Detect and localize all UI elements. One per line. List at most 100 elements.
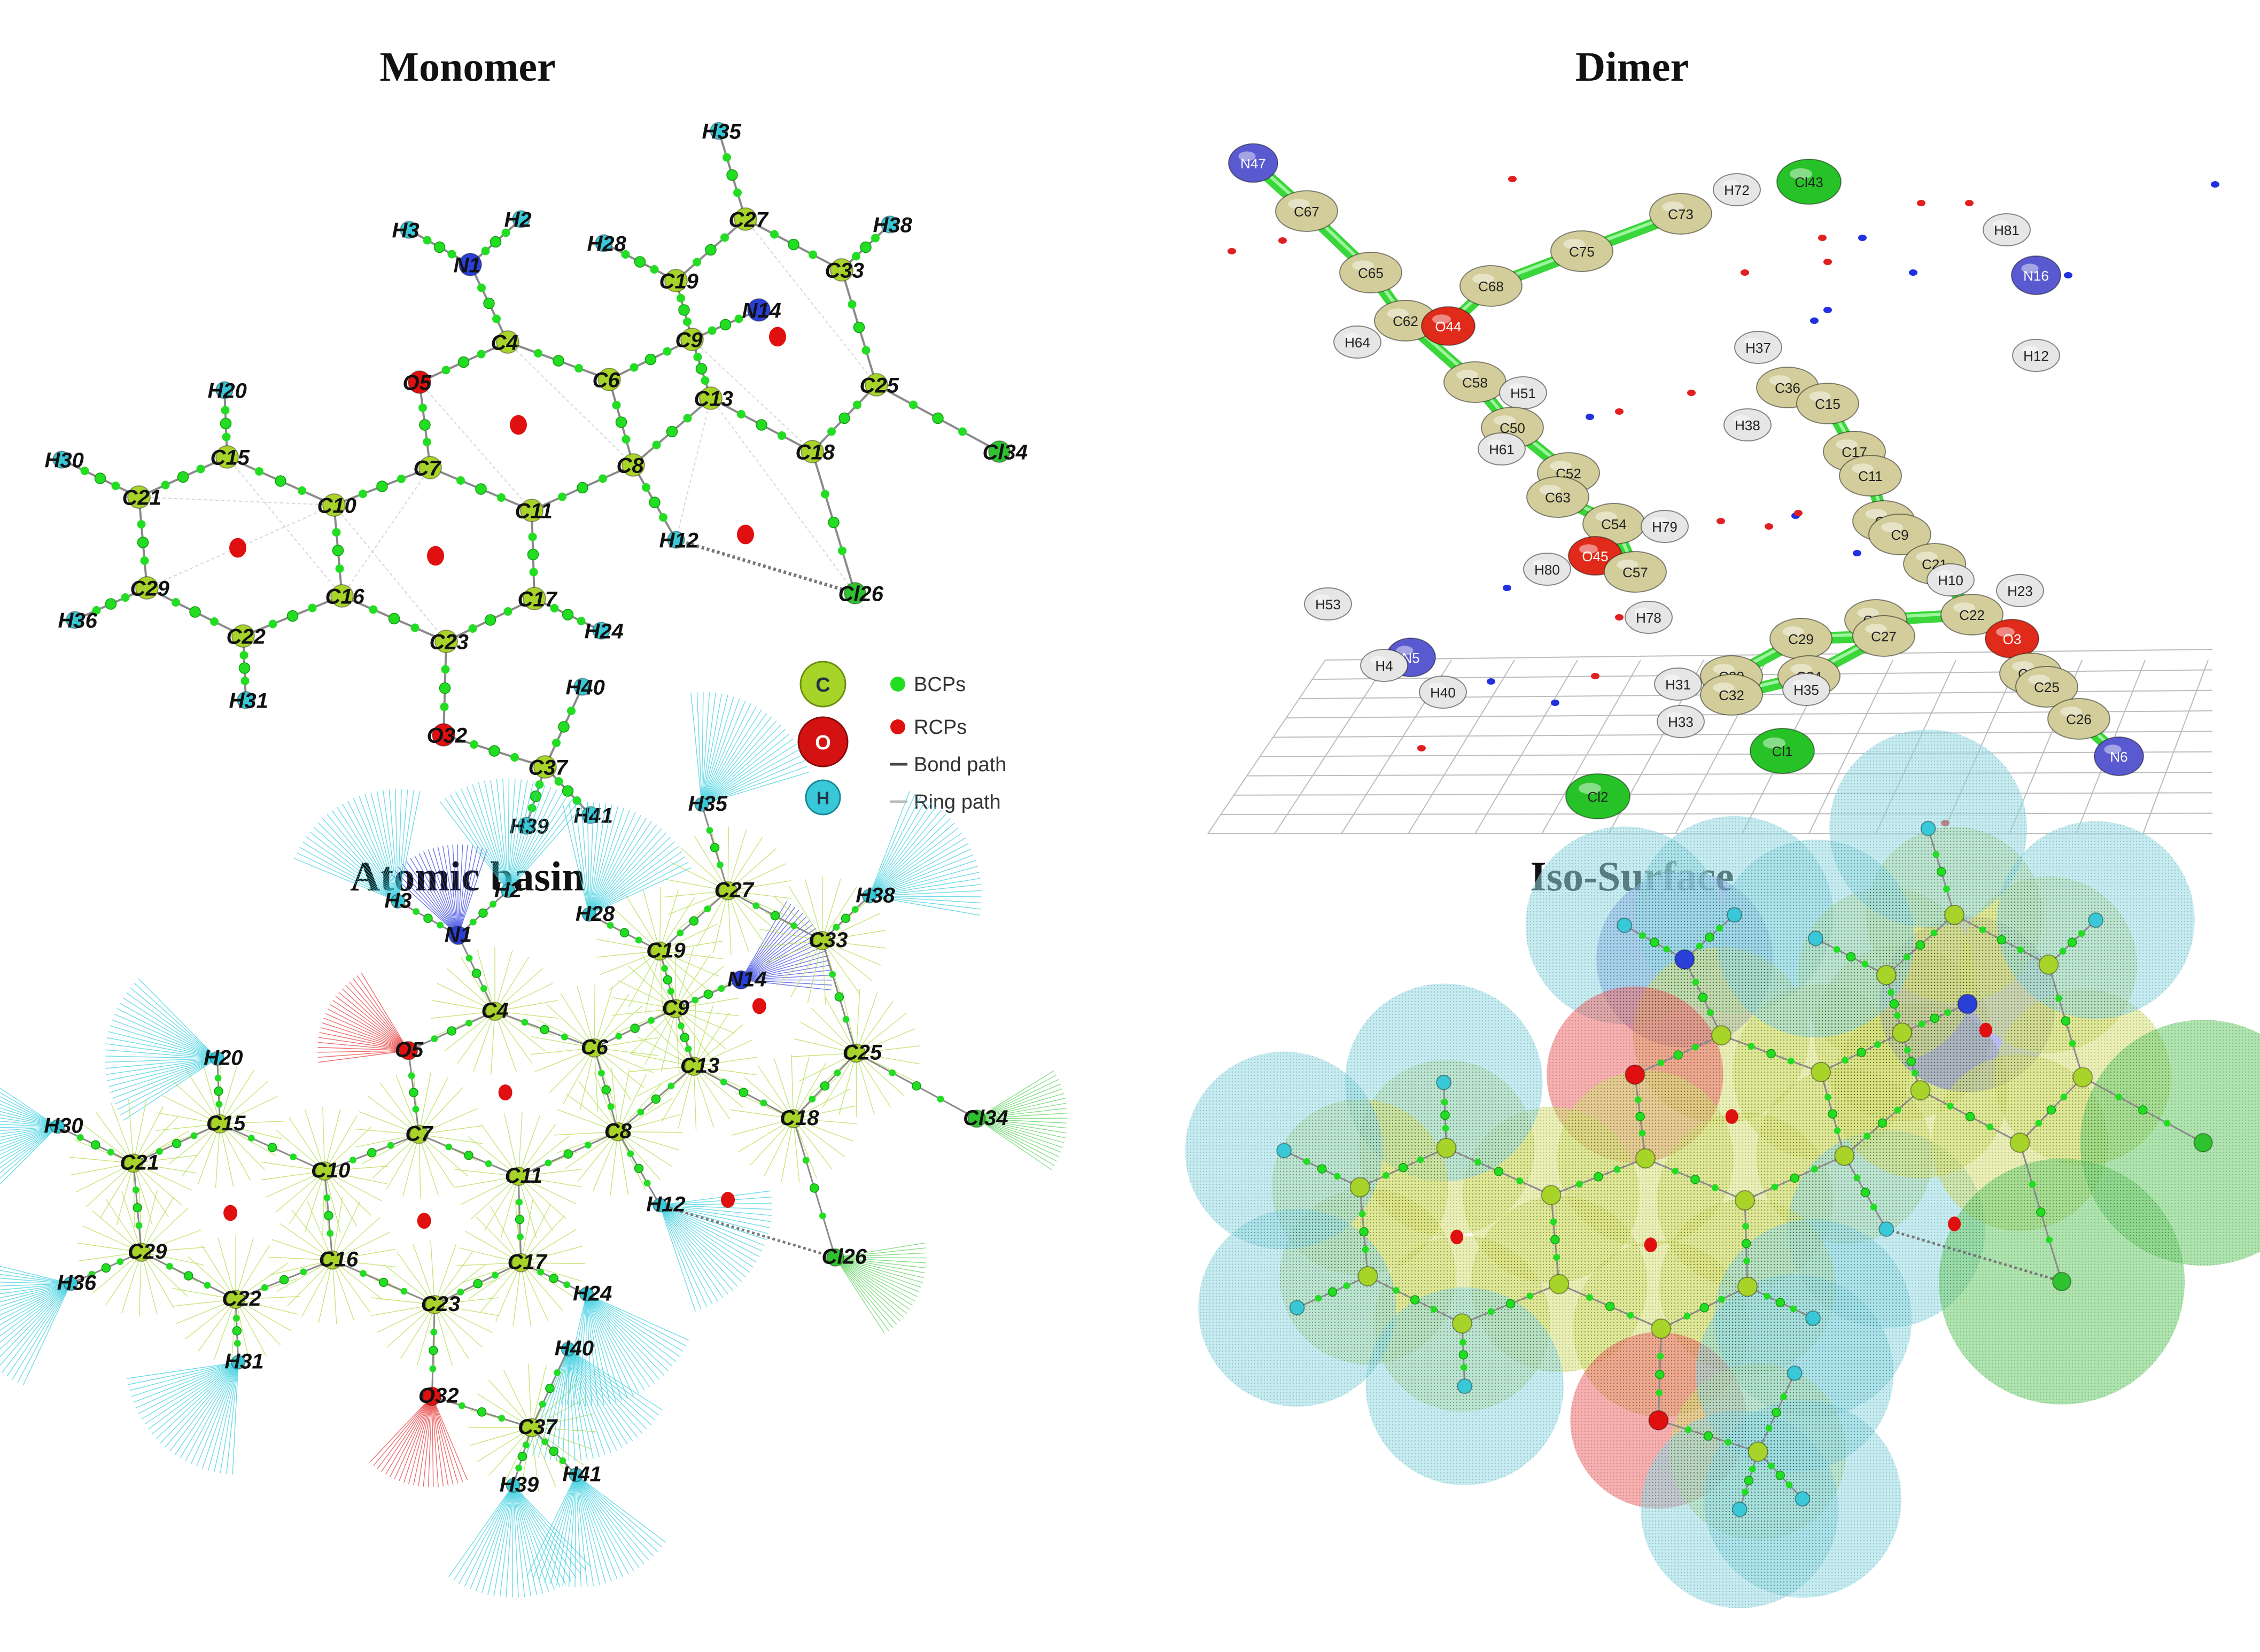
atom-label: H24 xyxy=(585,620,624,643)
bcp-point xyxy=(756,419,767,431)
bcp-point xyxy=(447,250,456,259)
bcp-point xyxy=(788,238,799,251)
bcp-point xyxy=(848,300,857,309)
hydrogen-bond-path xyxy=(675,538,856,595)
bcp-point xyxy=(308,603,317,612)
atom-sphere xyxy=(512,210,530,228)
atom-sphere xyxy=(215,381,234,399)
bcp-point xyxy=(335,564,344,573)
bcp-point xyxy=(558,492,566,501)
bcp-point xyxy=(630,363,639,372)
atom-sphere xyxy=(801,440,824,463)
bcp-point xyxy=(527,804,537,812)
bcp-point xyxy=(663,347,672,356)
atom-label: Cl34 xyxy=(983,441,1028,464)
rcp-point xyxy=(737,524,754,545)
ring-path xyxy=(341,467,431,596)
legend: C O H BCPs RCPs Bond path Ring path xyxy=(797,661,1006,816)
legend-rcp-label: RCPs xyxy=(914,716,967,739)
bcp-point xyxy=(497,493,506,502)
bcp-point xyxy=(599,474,607,483)
bcp-point xyxy=(137,537,149,548)
bcp-point xyxy=(196,464,205,474)
bcp-point xyxy=(441,366,451,375)
atom-label: H38 xyxy=(873,214,913,237)
bcp-point xyxy=(177,471,189,483)
atom-label: H12 xyxy=(659,529,698,553)
bcp-point xyxy=(484,614,496,626)
atom-label: C29 xyxy=(130,577,170,601)
bcp-point xyxy=(332,545,344,556)
atom-label: H35 xyxy=(702,120,742,144)
bcp-point xyxy=(861,346,871,355)
atom-sphere xyxy=(533,755,557,779)
atom-sphere xyxy=(432,723,455,747)
atom-sphere xyxy=(830,258,853,282)
ring-path xyxy=(333,505,447,642)
bcp-point xyxy=(220,417,232,430)
bcp-point xyxy=(838,412,850,424)
bcp-point xyxy=(92,606,101,615)
legend-carbon-sphere xyxy=(799,661,846,708)
atom-sphere xyxy=(496,330,519,354)
atom-sphere xyxy=(592,622,610,640)
bcp-point xyxy=(634,256,646,268)
bcp-point xyxy=(650,265,659,274)
bcp-point xyxy=(577,482,588,494)
bcp-point xyxy=(140,556,149,565)
bcp-point xyxy=(238,662,251,674)
bcp-point xyxy=(652,440,661,449)
atom-label: H39 xyxy=(510,815,549,839)
bcp-point xyxy=(734,314,743,323)
bcp-point xyxy=(388,612,400,625)
bcp-point xyxy=(286,610,299,622)
atom-sphere xyxy=(418,456,442,479)
atom-sphere xyxy=(664,269,688,292)
bcp-point xyxy=(678,304,690,316)
bcp-point xyxy=(552,739,561,747)
bcp-point xyxy=(503,607,512,616)
atom-sphere xyxy=(667,531,685,549)
atom-sphere xyxy=(408,370,431,394)
bcp-point xyxy=(612,401,621,409)
bcp-point xyxy=(695,363,708,375)
atom-sphere xyxy=(330,584,354,608)
bcp-point xyxy=(530,790,542,802)
bcp-point xyxy=(853,321,865,333)
bcp-point xyxy=(567,707,576,715)
bcp-point xyxy=(189,606,201,618)
ring-path xyxy=(710,398,856,594)
atom-sphere xyxy=(231,624,255,648)
bcp-point xyxy=(733,188,742,197)
bcp-point xyxy=(852,252,860,261)
atom-label: H41 xyxy=(574,804,613,828)
bcp-point xyxy=(475,483,487,495)
atom-sphere xyxy=(595,234,613,252)
bcp-point xyxy=(172,598,180,607)
bcp-point xyxy=(161,480,170,490)
bcp-point xyxy=(488,745,500,757)
atom-label: Cl26 xyxy=(838,583,884,606)
bcp-point xyxy=(871,234,880,243)
legend-o-symbol: O xyxy=(815,732,831,754)
bcp-point xyxy=(529,568,538,577)
iso-panel: Iso-Surface xyxy=(1130,844,2260,1652)
atom-sphere xyxy=(459,253,482,276)
atom-label: N14 xyxy=(742,299,781,323)
legend-h-symbol: H xyxy=(817,788,830,809)
legend-bond-path-label: Bond path xyxy=(914,754,1006,776)
atom-sphere xyxy=(881,215,899,234)
bcp-point xyxy=(737,410,745,418)
atom-label: H30 xyxy=(45,449,84,472)
bcp-point xyxy=(137,520,146,529)
bcp-point xyxy=(80,467,89,475)
bcp-point xyxy=(483,297,495,309)
bcp-point xyxy=(719,319,732,331)
bcp-point xyxy=(577,617,586,625)
bcp-point xyxy=(275,475,286,487)
bcp-point xyxy=(359,490,367,498)
bcp-point xyxy=(723,153,731,162)
atom-label: N1 xyxy=(454,254,481,277)
bcp-point xyxy=(535,780,544,789)
